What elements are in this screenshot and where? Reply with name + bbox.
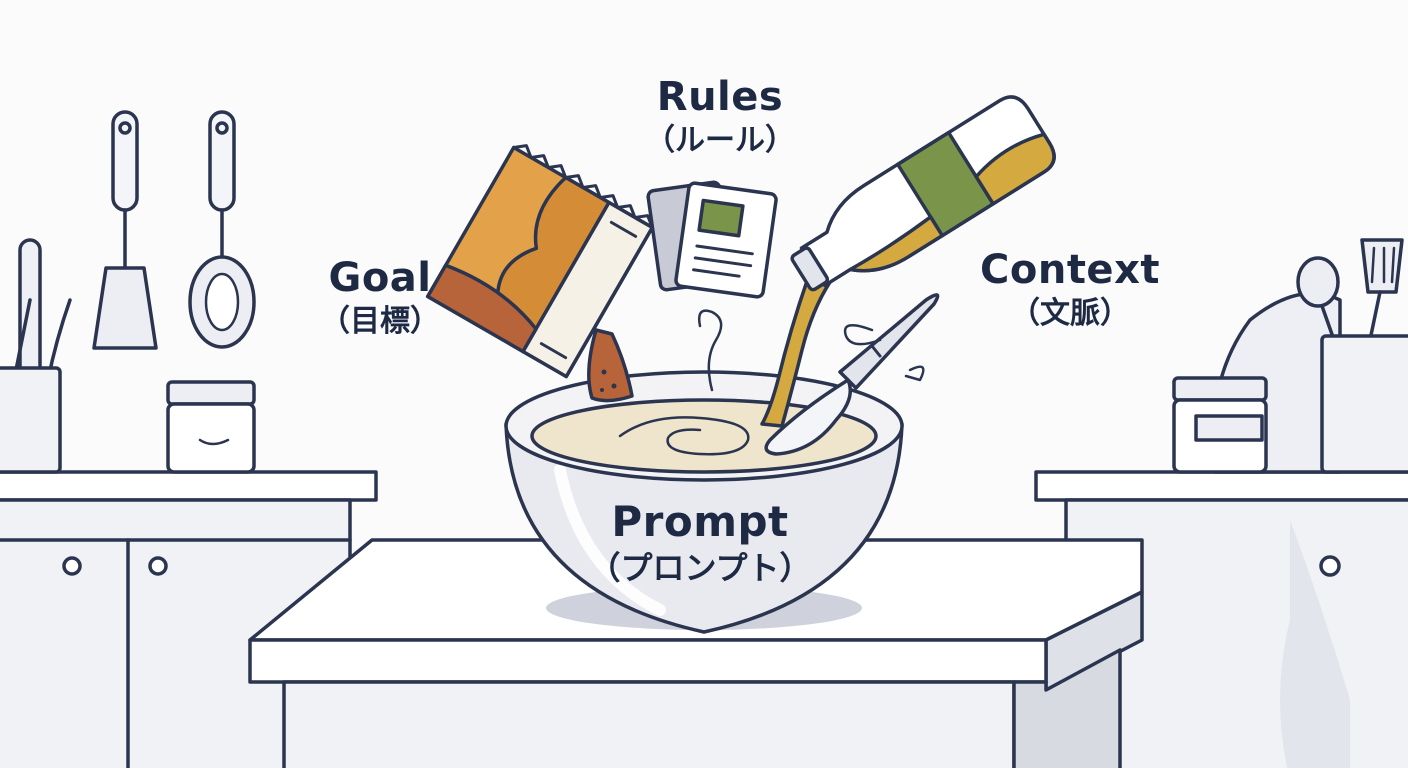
context-label-en: Context [980, 247, 1160, 293]
snack-bag-icon [425, 144, 655, 403]
mixing-bowl-icon [504, 370, 904, 634]
utensil-holder-right-icon [1296, 238, 1408, 474]
rules-label-jp: （ルール） [645, 123, 795, 158]
goal-label-en: Goal [328, 255, 432, 301]
context-label: Context （文脈） [960, 247, 1180, 332]
prompt-label: Prompt （プロンプト） [565, 497, 835, 588]
goal-label-jp: （目標） [320, 304, 440, 339]
oil-bottle-icon [760, 95, 1056, 428]
jar-icon [166, 380, 256, 474]
ladle-icon [188, 110, 256, 349]
jar-right-icon [1172, 376, 1268, 474]
prompt-label-jp: （プロンプト） [588, 549, 812, 588]
center-counter [248, 538, 1144, 768]
whisk-spoon-icon [764, 293, 940, 456]
goal-label: Goal （目標） [275, 255, 485, 340]
prompt-label-en: Prompt [611, 497, 789, 546]
context-label-jp: （文脈） [1010, 296, 1130, 331]
utensil-holder-icon [0, 238, 72, 474]
rules-label-en: Rules [656, 74, 784, 120]
rules-label: Rules （ルール） [600, 74, 840, 159]
recipe-card-icon [646, 180, 778, 392]
spatula-icon [92, 110, 158, 350]
